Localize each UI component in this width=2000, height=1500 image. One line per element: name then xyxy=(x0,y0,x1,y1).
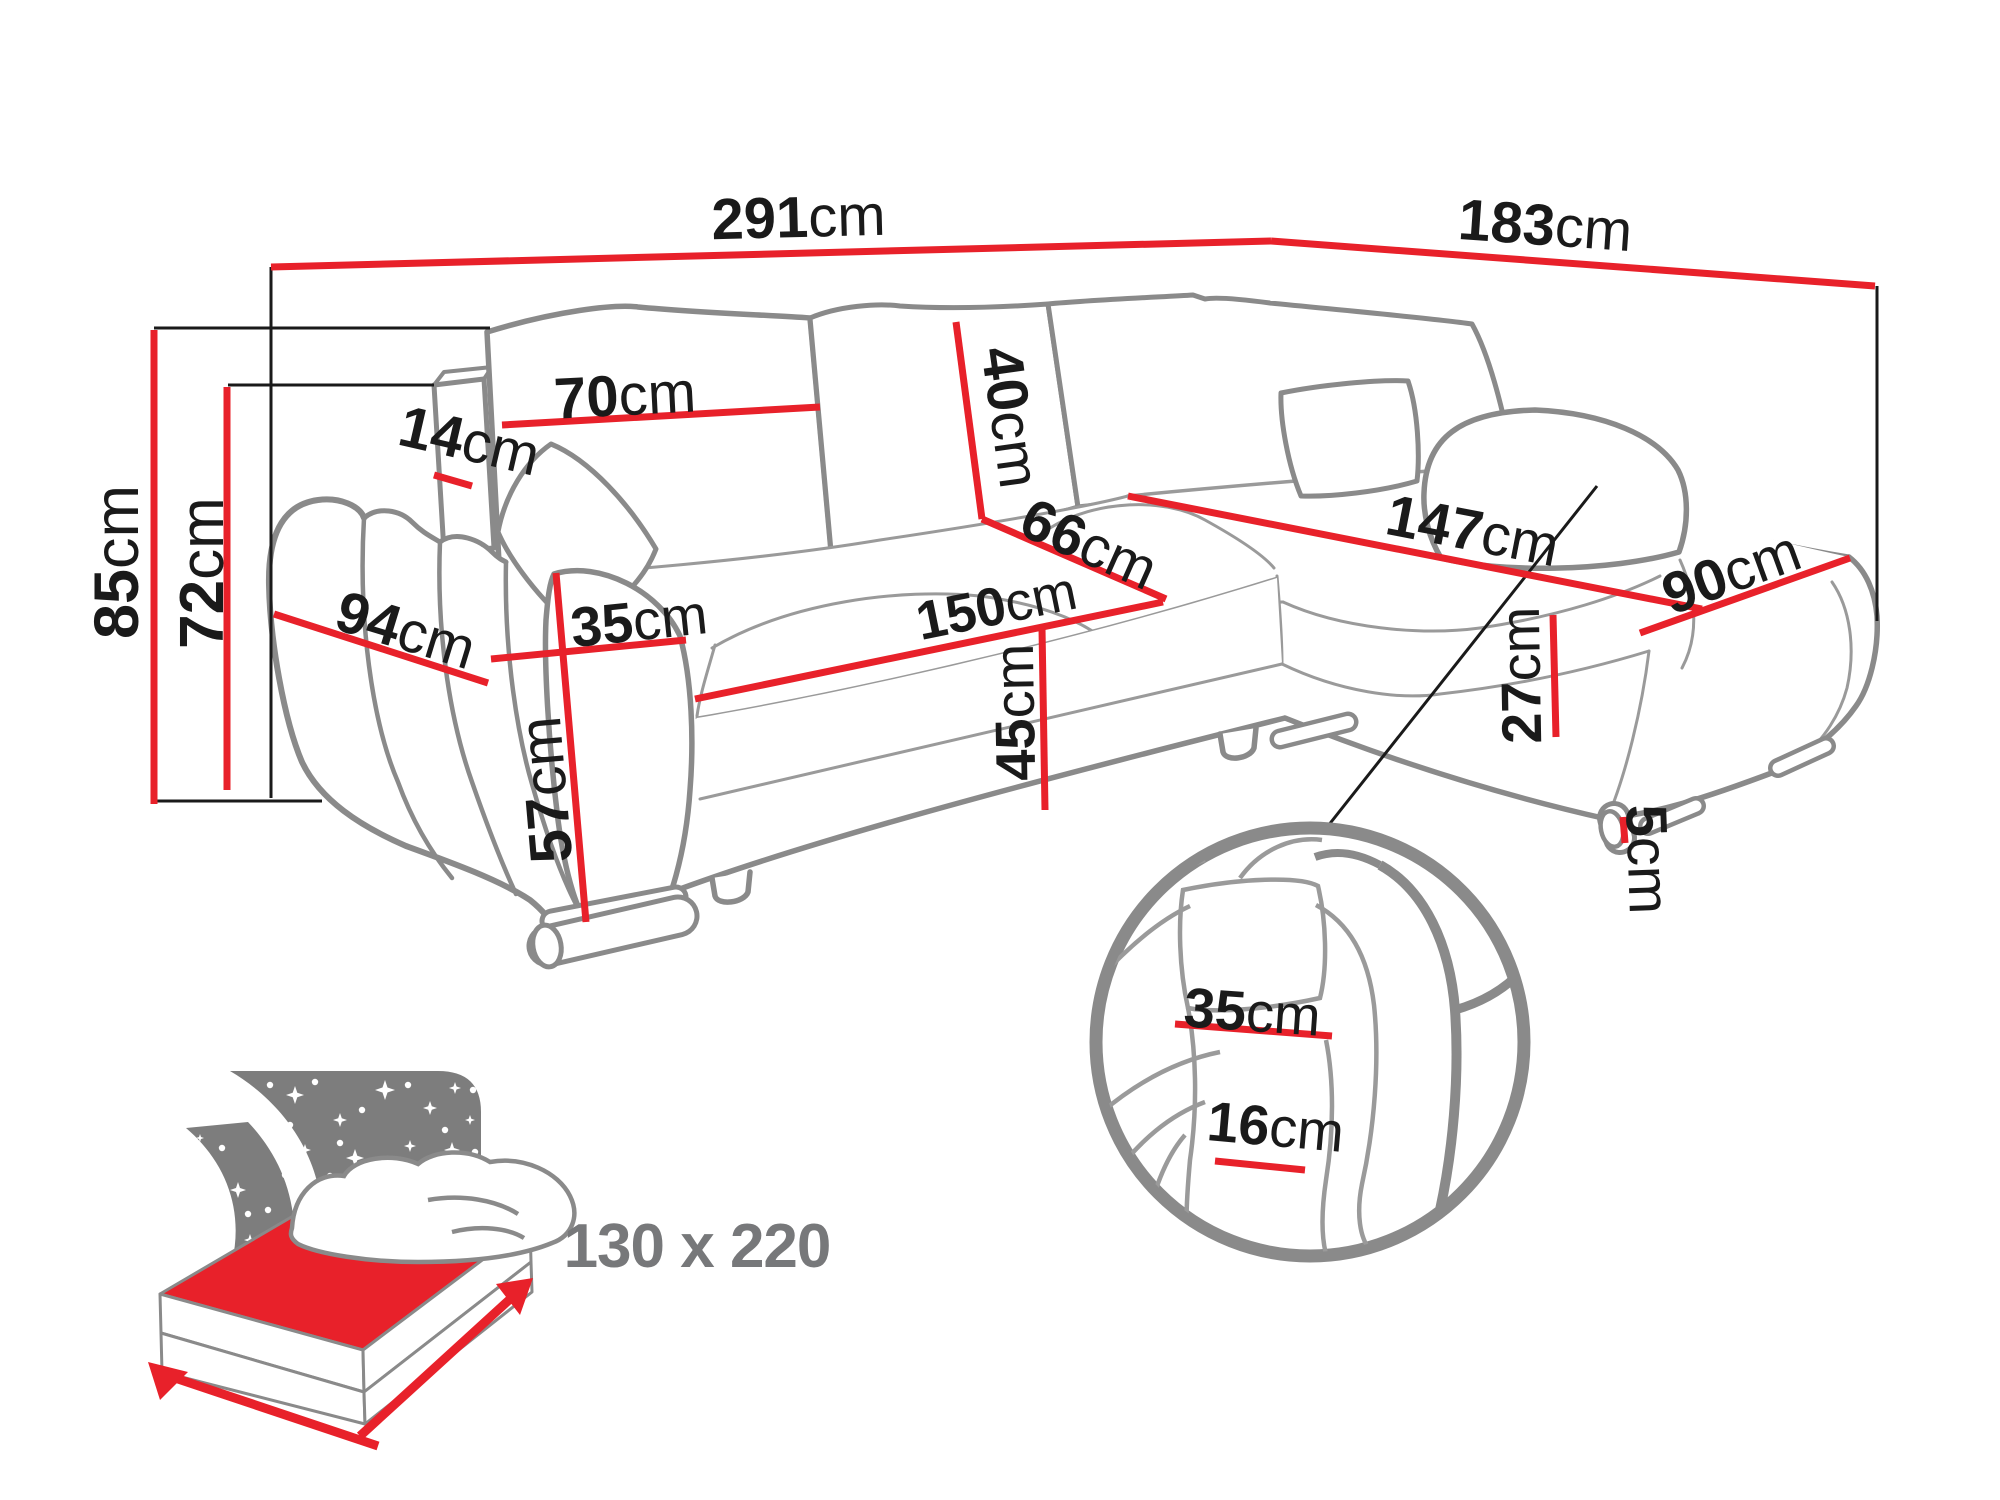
svg-text:27cm: 27cm xyxy=(1488,606,1553,744)
svg-text:35cm: 35cm xyxy=(1182,975,1323,1047)
svg-text:183cm: 183cm xyxy=(1456,187,1634,264)
svg-text:85cm: 85cm xyxy=(82,485,152,639)
svg-text:5cm: 5cm xyxy=(1613,803,1682,915)
svg-text:72cm: 72cm xyxy=(168,497,237,649)
svg-text:45cm: 45cm xyxy=(982,643,1047,781)
svg-text:130 x 220: 130 x 220 xyxy=(564,1212,831,1281)
svg-text:291cm: 291cm xyxy=(711,183,887,253)
svg-text:35cm: 35cm xyxy=(568,582,711,659)
svg-text:70cm: 70cm xyxy=(552,359,697,431)
svg-text:16cm: 16cm xyxy=(1205,1089,1347,1164)
svg-text:57cm: 57cm xyxy=(506,714,586,866)
